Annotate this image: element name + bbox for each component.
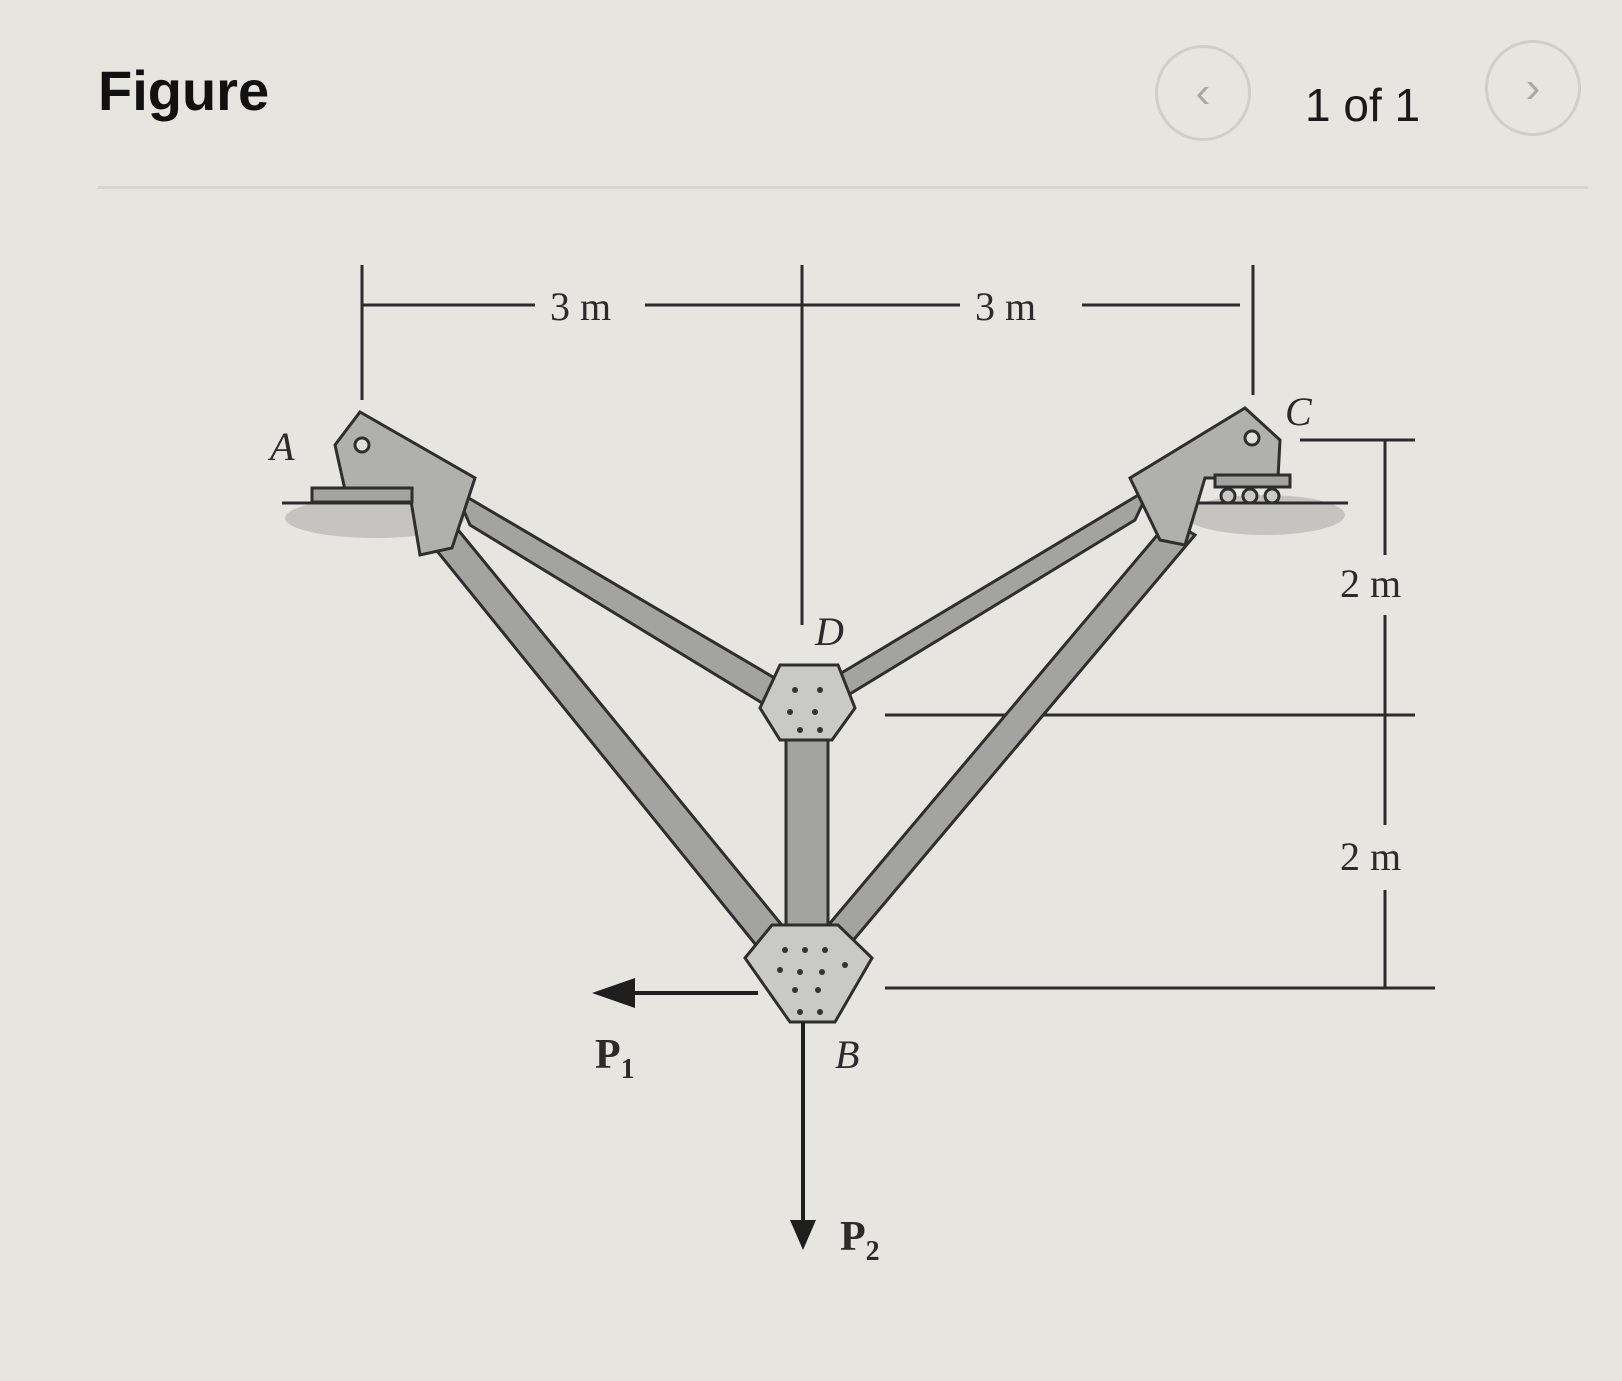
chevron-left-icon: ‹	[1195, 68, 1211, 117]
dim-right-upper: 2 m	[1340, 561, 1401, 606]
arrow-down-icon	[790, 1220, 816, 1250]
truss-members	[417, 484, 1198, 952]
roller-support-C	[1128, 406, 1292, 547]
previous-figure-button[interactable]: ‹	[1155, 45, 1251, 141]
dimension-lines	[360, 265, 1435, 990]
header-divider	[98, 186, 1588, 189]
arrow-left-icon	[592, 978, 635, 1008]
member-CD	[836, 484, 1154, 703]
label-P1: P1	[595, 1032, 635, 1085]
pin-support-A	[310, 410, 477, 557]
dim-right-lower: 2 m	[1340, 834, 1401, 879]
gusset-B	[743, 923, 874, 1024]
load-arrows	[592, 978, 816, 1250]
dim-top-left: 3 m	[550, 284, 611, 329]
next-figure-button[interactable]: ›	[1485, 40, 1581, 136]
chevron-right-icon: ›	[1525, 63, 1541, 112]
label-A: A	[267, 424, 295, 469]
gusset-D	[758, 663, 857, 742]
label-C: C	[1285, 389, 1313, 434]
label-B: B	[835, 1032, 859, 1077]
page-title: Figure	[98, 59, 270, 122]
label-D: D	[814, 609, 844, 654]
figure-header: Figure ‹ 1 of 1 ›	[0, 0, 1622, 190]
member-DB	[784, 733, 830, 932]
label-P2: P2	[840, 1214, 880, 1267]
page-counter: 1 of 1	[1305, 79, 1421, 131]
rivets	[777, 687, 848, 1015]
dim-top-right: 3 m	[975, 284, 1036, 329]
